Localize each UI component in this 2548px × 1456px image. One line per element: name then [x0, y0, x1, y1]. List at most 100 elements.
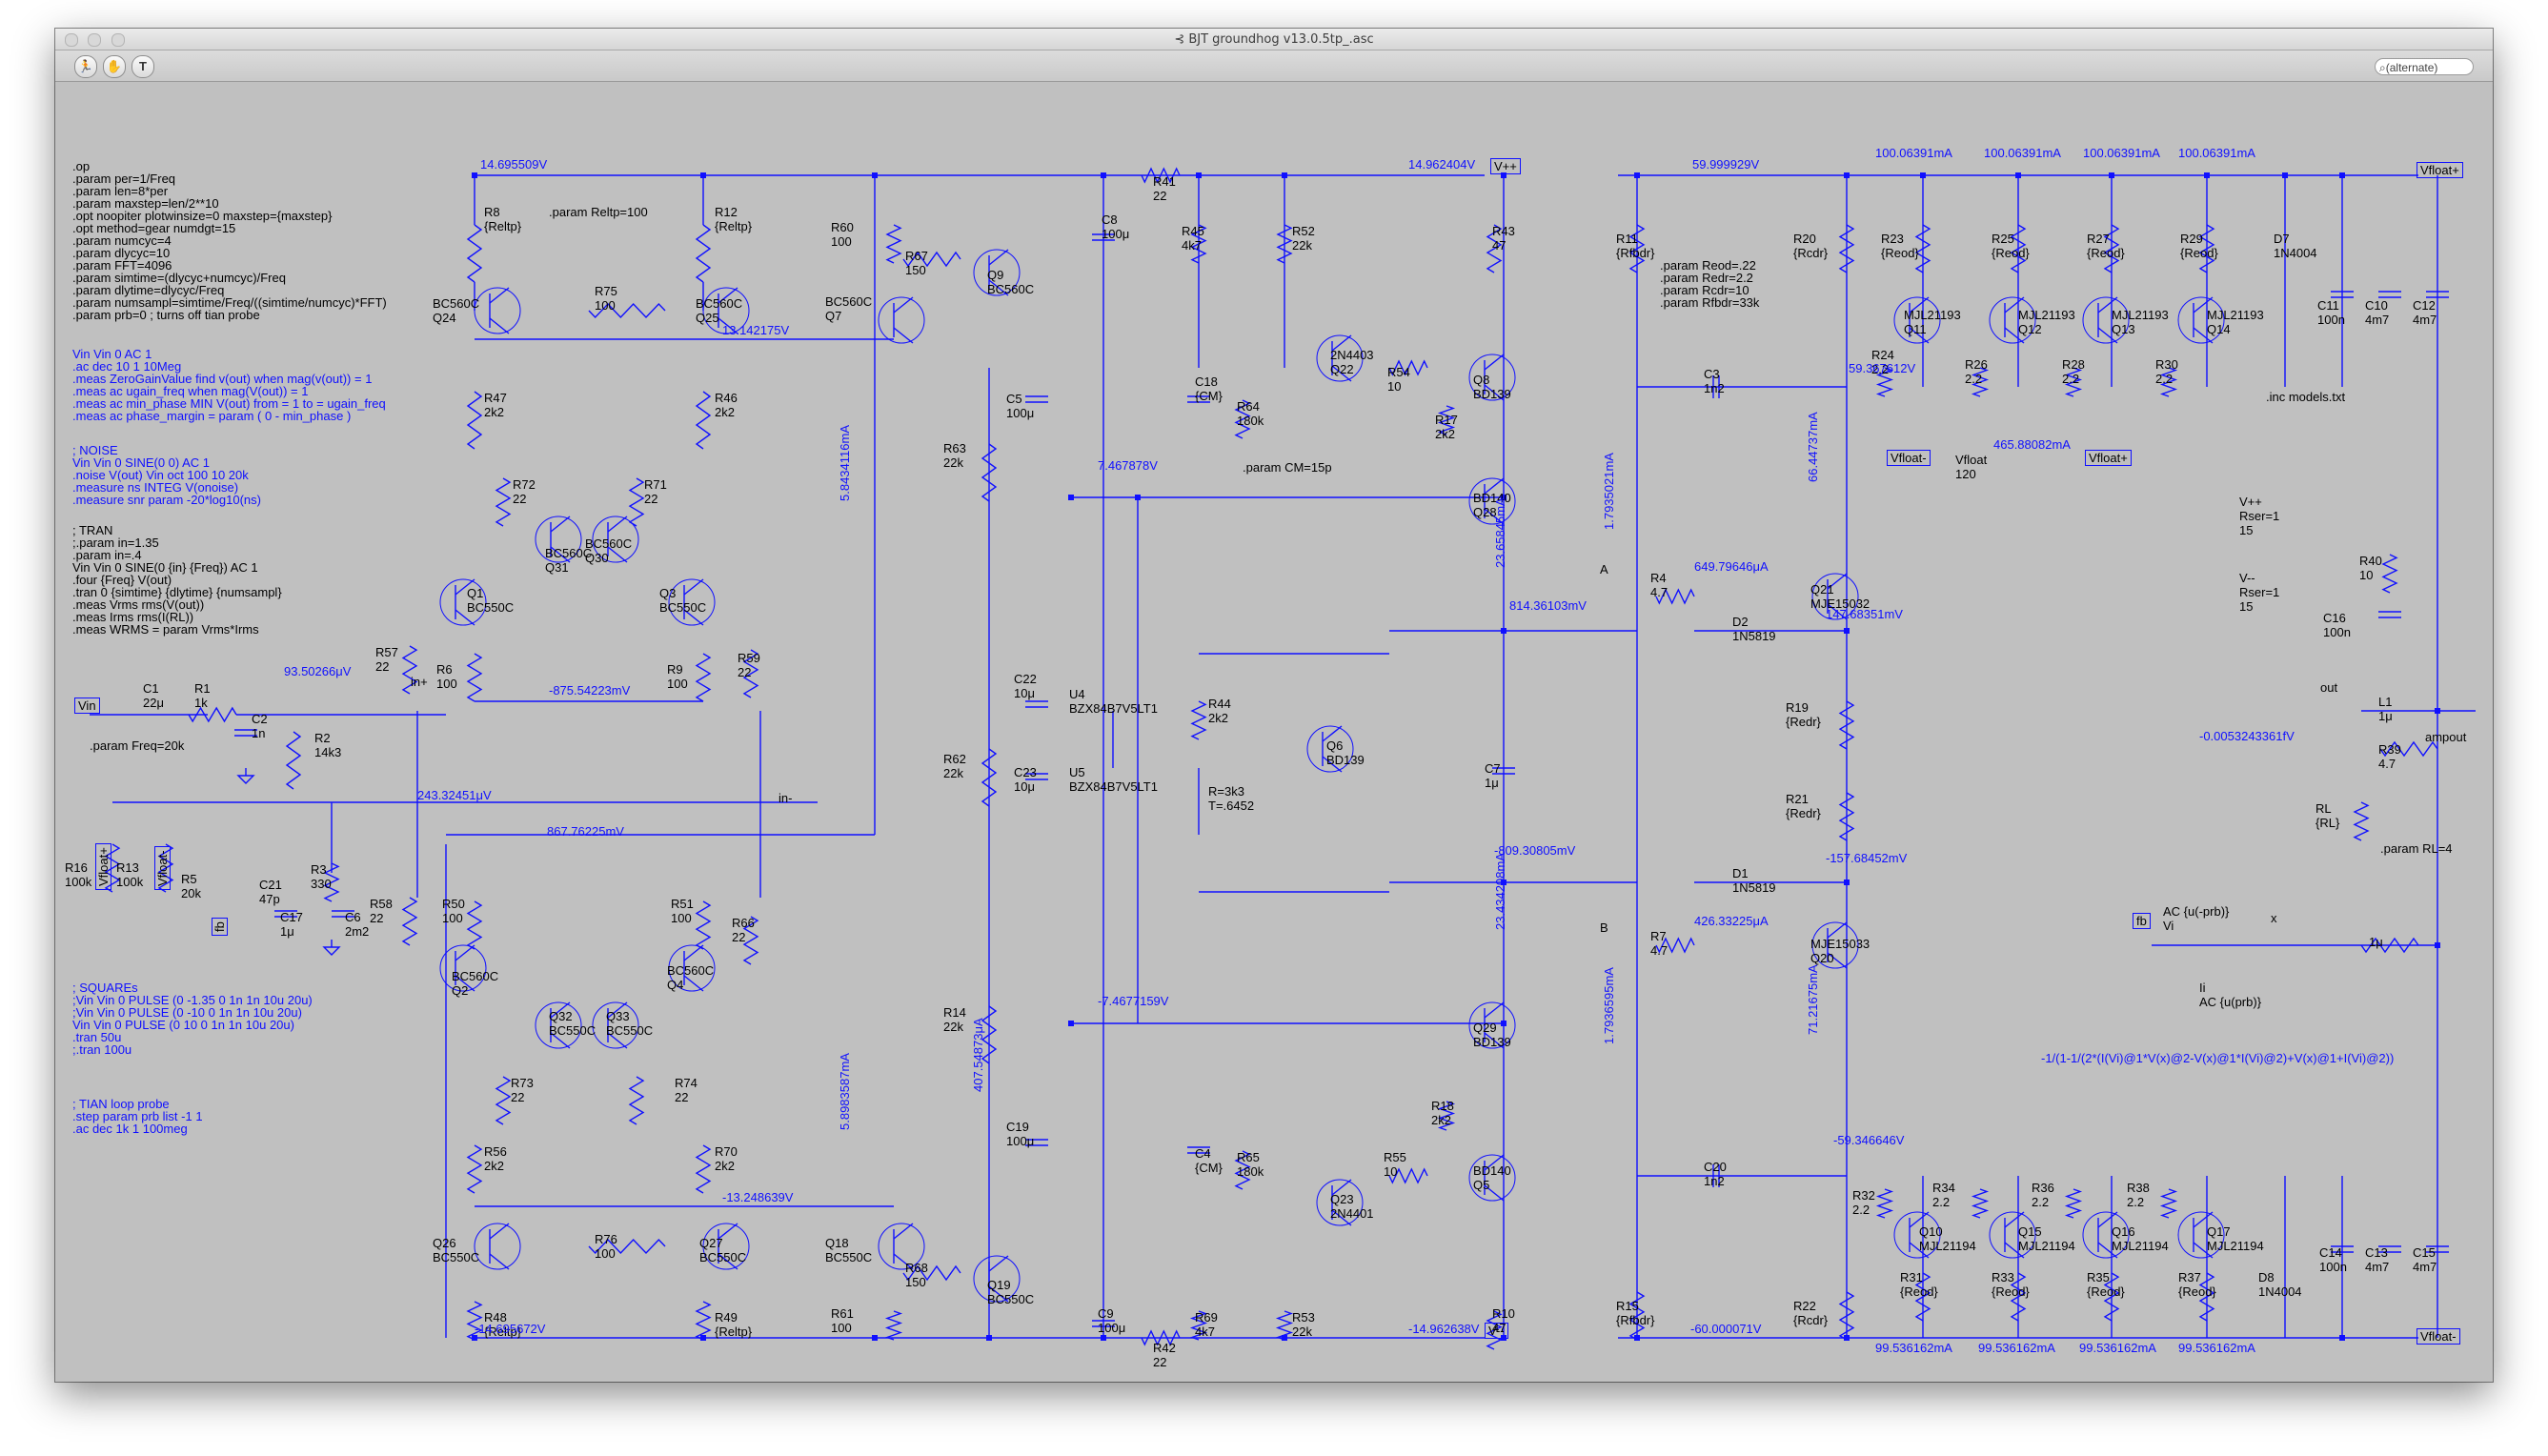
component-label-r37[interactable]: {Reod}	[2178, 1284, 2216, 1299]
component-label-r68[interactable]: 150	[905, 1275, 926, 1289]
component-label-c18[interactable]: {CM}	[1195, 389, 1223, 403]
resistor-symbol[interactable]	[2103, 1272, 2120, 1322]
net-label-vmm[interactable]: V--	[1485, 1323, 1508, 1339]
resistor-symbol[interactable]	[1971, 367, 1990, 397]
resistor-symbol[interactable]	[695, 391, 712, 450]
component-label-c18[interactable]: C18	[1195, 374, 1218, 389]
resistor-symbol[interactable]	[695, 900, 712, 950]
directive-line[interactable]: .measure snr param -20*log10(ns)	[72, 493, 261, 507]
component-label-r55[interactable]: R55	[1384, 1150, 1406, 1164]
directive-line[interactable]: Vin Vin 0 SINE(0 0) AC 1	[72, 455, 211, 470]
component-label-q1[interactable]: Q1	[467, 586, 484, 600]
component-label-c11[interactable]: C11	[2317, 298, 2339, 313]
component-label-q27[interactable]: BC550C	[699, 1250, 747, 1264]
component-label-r50[interactable]: 100	[442, 911, 463, 925]
resistor-symbol[interactable]	[2381, 554, 2398, 594]
component-label-r35[interactable]: R35	[2087, 1270, 2110, 1284]
component-label-q20[interactable]: MJE15033	[1810, 937, 1871, 951]
component-label-c13[interactable]: 4m7	[2365, 1260, 2390, 1274]
component-label-d7[interactable]: 1N4004	[2274, 246, 2317, 260]
resistor-symbol[interactable]	[1914, 224, 1931, 273]
component-label-c13[interactable]: C13	[2365, 1245, 2388, 1260]
component-label-r28[interactable]: 2.2	[2062, 372, 2080, 386]
component-label-r44[interactable]: 2k2	[1208, 711, 1228, 725]
component-label-r74[interactable]: R74	[675, 1076, 698, 1090]
component-label-r13[interactable]: 100k	[116, 875, 144, 889]
component-label-q23[interactable]: 2N4401	[1330, 1206, 1374, 1221]
npn-transistor-symbol[interactable]	[1468, 1001, 1516, 1049]
component-label-r2[interactable]: R2	[314, 731, 331, 745]
component-label-q1[interactable]: BC550C	[467, 600, 515, 615]
component-label-r47[interactable]: 2k2	[484, 405, 504, 419]
component-label-r33[interactable]: R33	[1992, 1270, 2014, 1284]
pnp-transistor-symbol[interactable]	[1811, 921, 1859, 969]
resistor-symbol[interactable]	[1234, 399, 1251, 439]
component-label-q10[interactable]: MJL21194	[1919, 1239, 1976, 1253]
directive-line[interactable]: ; SQUAREs	[72, 981, 138, 995]
component-label-r11[interactable]: {Rfbdr}	[1616, 246, 1655, 260]
net-label-in-plus[interactable]: in+	[411, 675, 428, 689]
component-label-c21[interactable]: C21	[259, 878, 282, 892]
branch-current-readout[interactable]: 23.434208mA	[1493, 853, 1507, 930]
component-label-c6[interactable]: C6	[345, 910, 361, 924]
component-label-r49[interactable]: {Reltp}	[715, 1325, 753, 1339]
component-label-r75[interactable]: 100	[595, 298, 616, 313]
directive-line[interactable]: .meas ac min_phase MIN V(out) from = 1 t…	[72, 396, 386, 411]
component-label-r15[interactable]: {Rfbdr}	[1616, 1313, 1655, 1327]
resistor-symbol[interactable]	[2010, 224, 2027, 273]
directive-line[interactable]: .four {Freq} V(out)	[72, 573, 172, 587]
component-label-r17[interactable]: 2k2	[1435, 427, 1455, 441]
component-label-q22[interactable]: Q22	[1330, 362, 1354, 376]
spice-directive-inc[interactable]: .inc models.txt	[2266, 390, 2346, 404]
resistor-symbol[interactable]	[2103, 224, 2120, 273]
component-label-r60[interactable]: 100	[831, 234, 852, 249]
resistor-symbol[interactable]	[401, 897, 418, 946]
ground-symbol[interactable]	[322, 946, 341, 956]
node-voltage-readout[interactable]: 243.32451μV	[417, 788, 492, 802]
branch-current-readout[interactable]: 407.54873μA	[971, 1018, 985, 1092]
component-label-c10[interactable]: C10	[2365, 298, 2388, 313]
component-label-c5[interactable]: 100μ	[1006, 406, 1035, 420]
directive-line[interactable]: .param numcyc=4	[72, 233, 172, 248]
branch-current-readout[interactable]: 1.7936595mA	[1602, 967, 1616, 1044]
component-label-r36[interactable]: R36	[2032, 1181, 2054, 1195]
tian-expression[interactable]: -1/(1-1/(2*(I(Vi)@1*V(x)@2-V(x)@1*I(Vi)@…	[2041, 1051, 2395, 1065]
component-label-r13[interactable]: R13	[116, 860, 139, 875]
component-label-r56[interactable]: 2k2	[484, 1159, 504, 1173]
component-label-c15[interactable]: C15	[2413, 1245, 2436, 1260]
component-label-l1[interactable]: L1	[2378, 695, 2393, 709]
component-label-r51[interactable]: 100	[671, 911, 692, 925]
component-label-q7[interactable]: Q7	[825, 309, 842, 323]
component-label-c19[interactable]: 100μ	[1006, 1134, 1035, 1148]
directive-line[interactable]: .meas WRMS = param Vrms*Irms	[72, 622, 259, 637]
directive-line[interactable]: .opt noopiter plotwinsize=0 maxstep={max…	[72, 209, 333, 223]
resistor-symbol[interactable]	[466, 653, 483, 702]
component-label-r38[interactable]: R38	[2127, 1181, 2150, 1195]
component-label-c4[interactable]: C4	[1195, 1146, 1211, 1161]
resistor-symbol[interactable]	[695, 653, 712, 702]
component-label-r63[interactable]: 22k	[943, 455, 963, 470]
npn-transistor-symbol[interactable]	[702, 1223, 750, 1270]
component-label-r52[interactable]: 22k	[1292, 238, 1312, 253]
directive-line[interactable]: .param simtime=(dlycyc+numcyc)/Freq	[72, 271, 286, 285]
component-label-l1[interactable]: 1μ	[2378, 709, 2393, 723]
component-label-q3[interactable]: Q3	[659, 586, 677, 600]
component-label-q17[interactable]: Q17	[2207, 1224, 2231, 1239]
component-label-r58[interactable]: R58	[370, 897, 393, 911]
component-label-u5[interactable]: BZX84B7V5LT1	[1069, 779, 1158, 794]
component-label-r57[interactable]: R57	[375, 645, 398, 659]
component-label-q4[interactable]: Q4	[667, 978, 684, 992]
component-label-r48[interactable]: {Reltp}	[484, 1325, 522, 1339]
component-label-c14[interactable]: 100n	[2319, 1260, 2347, 1274]
component-label-r26[interactable]: R26	[1965, 357, 1988, 372]
directive-line[interactable]: .param dlycyc=10	[72, 246, 171, 260]
component-label-r27[interactable]: R27	[2087, 232, 2110, 246]
node-voltage-readout[interactable]: 99.536162mA	[2178, 1341, 2255, 1355]
component-label-r36[interactable]: 2.2	[2032, 1195, 2050, 1209]
resistor-symbol[interactable]	[2010, 1272, 2027, 1322]
directive-line[interactable]: .param Rcdr=10	[1660, 283, 1749, 297]
net-label-rotated[interactable]: Vfloat-	[154, 846, 171, 890]
net-label-x[interactable]: x	[2271, 911, 2277, 925]
npn-transistor-symbol[interactable]	[973, 1255, 1021, 1303]
resistor-symbol[interactable]	[1189, 1310, 1208, 1341]
